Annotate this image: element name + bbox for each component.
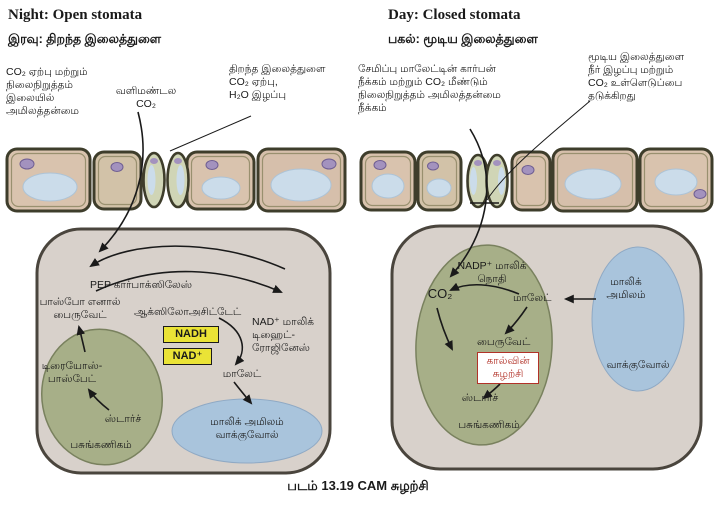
cell-inner-membranes: [364, 152, 709, 208]
annotation-open-stomata: திறந்த இலைத்துளை CO₂ ஏற்பு, H₂O இழப்பு: [229, 63, 326, 102]
label-co2-right: CO₂: [427, 286, 453, 301]
annotation-decarboxylation: சேமிப்பு மாலேட்டின் கார்பன் நீக்கம் மற்ற…: [358, 63, 501, 115]
label-pyruvate: பைருவேட்: [477, 336, 531, 348]
label-pep: பாஸ்போ எனால் பைருவேட்: [39, 296, 121, 322]
label-nadp-malic-enzyme: NADP⁺ மாலிக் நொதி: [457, 260, 527, 286]
figure-caption: படம் 13.19 CAM சுழற்சி: [287, 478, 429, 493]
label-starch-left: ஸ்டார்ச்: [104, 413, 142, 425]
arrows-right: [436, 100, 596, 400]
arrow-co2-to-calvin: [436, 307, 453, 351]
label-starch-right: ஸ்டார்ச்: [461, 392, 499, 404]
label-pep-carboxylase: PEP கார்பாக்ஸிலேஸ்: [90, 279, 193, 291]
arrows-left: [76, 111, 286, 411]
label-malate-right: மாலேட்: [513, 292, 552, 304]
cell-nuclei: [19, 158, 337, 172]
arrow-atmospheric-co2-into-cell: [98, 111, 144, 253]
arrow-cycle-upper: [89, 245, 286, 270]
arrow-oaa-to-malate: [218, 317, 245, 366]
arrow-triose-to-pep: [76, 324, 86, 353]
stoma-open: [142, 151, 190, 209]
label-malic-acid: மாலிக் அமிலம்: [606, 276, 646, 302]
right-panel-subtitle: பகல்: மூடிய இலைத்துளை: [388, 32, 538, 46]
left-panel-subtitle: இரவு: திறந்த இலைத்துளை: [8, 32, 162, 46]
epidermis-strip-left: [5, 147, 347, 213]
epidermal-cell: [92, 150, 143, 211]
cell-inner-membranes: [10, 152, 342, 208]
pointer-open-stoma: [169, 115, 252, 152]
arrow-calvin-to-starch: [482, 383, 501, 400]
label-triose-phosphate: டிரையோஸ்- பாஸ்பேட்: [41, 360, 103, 386]
label-chloroplast-right: பசுங்கணிகம்: [458, 419, 520, 431]
cell-vacuoles: [371, 168, 698, 200]
arrow-malate-to-vacuole: [233, 381, 253, 405]
calvin-cycle-box: கால்வின் சுழற்சி: [477, 352, 539, 385]
label-vacuole-left: மாலிக் அமிலம் வாக்குவோல்: [210, 416, 284, 442]
left-panel-title: Night: Open stomata: [8, 7, 143, 23]
label-malate-left: மாலேட்: [222, 368, 262, 380]
label-vacuole-right: வாக்குவோல்: [606, 359, 670, 371]
arrow-malate-to-pyruvate: [504, 306, 528, 335]
annotation-atmospheric-co2: வளிமண்டல CO₂: [115, 85, 177, 111]
cell-nuclei: [373, 160, 707, 199]
chloroplast-left: [40, 328, 164, 466]
right-panel-title: Day: Closed stomata: [388, 7, 521, 23]
badge-nadh: NADH: [163, 326, 219, 343]
epidermis-strip-right: [359, 147, 714, 213]
vacuole-right: [591, 246, 685, 392]
arrow-starch-to-triose: [87, 388, 110, 411]
badge-nad-plus: NAD⁺: [163, 348, 212, 365]
cell-vacuoles: [22, 168, 332, 202]
pointer-closed-stoma: [486, 100, 591, 201]
arrow-malate-to-co2: [449, 282, 520, 295]
annotation-co2-fixation-acidification: CO₂ ஏற்பு மற்றும் நிலைநிறுத்தம் இலையில் …: [6, 66, 88, 118]
chloroplast-right: [415, 244, 553, 446]
label-chloroplast-left: பசுங்கணிகம்: [70, 439, 132, 451]
label-oxaloacetate: ஆக்ஸிலோஅசிட்டேட்: [134, 306, 242, 318]
arrow-pep-to-oaa: [95, 270, 283, 293]
annotation-closed-stomata: மூடிய இலைத்துளை நீர் இழப்பு மற்றும் CO₂ …: [588, 51, 685, 103]
label-nad-malic-dehydrogenase: NAD⁺ மாலிக் டிஹைட்- ரோஜினேஸ்: [252, 316, 314, 355]
